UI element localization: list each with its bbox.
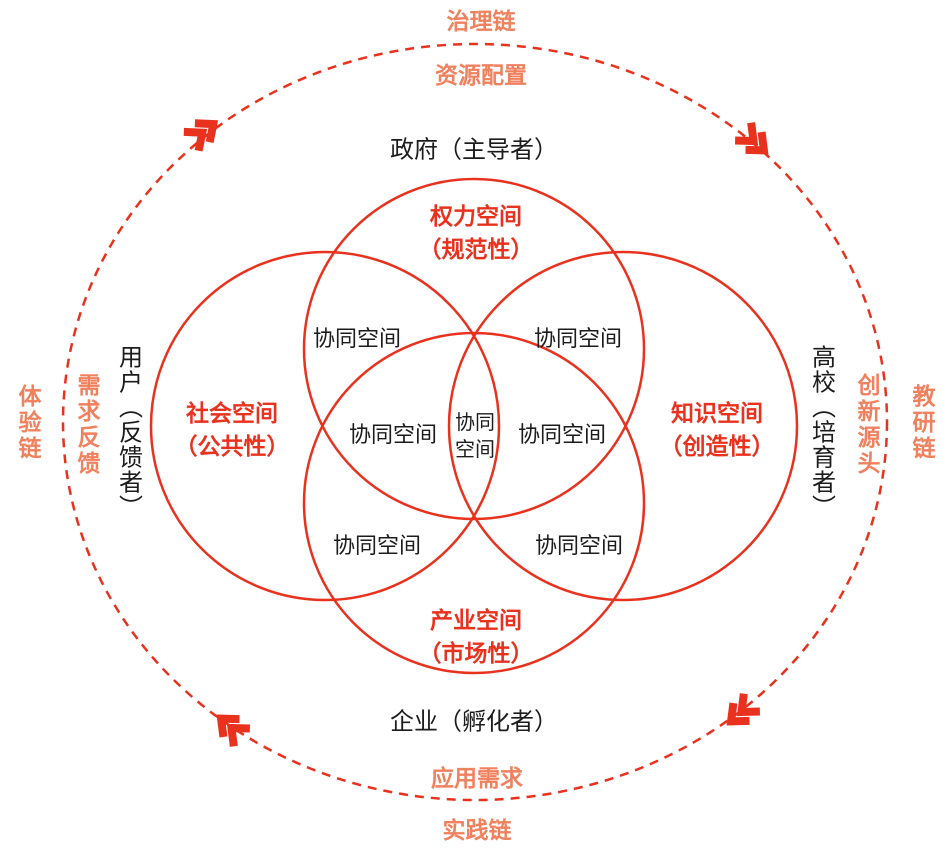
space-label-industry-line1: 产业空间 bbox=[430, 608, 522, 633]
actor-label-university: 高校（培育者） bbox=[807, 344, 834, 520]
dashed-loop-circle bbox=[61, 42, 889, 802]
flow-arrow-bottom-right bbox=[726, 693, 760, 726]
space-label-industry: 产业空间 （市场性） bbox=[419, 604, 534, 670]
flow-label-resource-allocation: 资源配置 bbox=[435, 63, 527, 88]
actor-label-enterprise: 企业（孵化者） bbox=[390, 709, 558, 736]
overlap-label-center-line1: 协同 bbox=[455, 412, 495, 434]
space-label-knowledge-line2: （创造性） bbox=[659, 434, 775, 459]
space-label-industry-line2: （市场性） bbox=[418, 641, 534, 666]
space-label-social: 社会空间 （公共性） bbox=[175, 397, 290, 463]
overlap-label-center-line2: 空间 bbox=[455, 439, 495, 461]
space-label-social-line2: （公共性） bbox=[174, 434, 290, 459]
space-label-knowledge: 知识空间 （创造性） bbox=[660, 397, 775, 463]
flow-arrow-top-right bbox=[735, 122, 769, 155]
flow-label-demand-feedback: 需求反馈 bbox=[74, 373, 99, 477]
venn-circle-industry bbox=[302, 331, 646, 675]
space-label-knowledge-line1: 知识空间 bbox=[671, 401, 763, 426]
overlap-label-bottom-right: 协同空间 bbox=[534, 533, 624, 558]
overlap-label-top-left: 协同空间 bbox=[312, 326, 402, 351]
flow-arrow-bottom-left bbox=[216, 714, 250, 747]
chain-label-practice: 实践链 bbox=[442, 818, 512, 843]
overlap-label-center: 协同 空间 bbox=[455, 410, 495, 464]
space-label-power-line2: （规范性） bbox=[418, 237, 534, 262]
venn-circle-knowledge bbox=[447, 250, 799, 602]
overlap-label-bottom-left: 协同空间 bbox=[332, 533, 422, 558]
space-label-power: 权力空间 （规范性） bbox=[419, 200, 534, 266]
flow-arrow-top-left bbox=[183, 119, 219, 152]
overlap-label-top-right: 协同空间 bbox=[533, 326, 623, 351]
chain-label-experience: 体验链 bbox=[15, 384, 40, 462]
space-label-power-line1: 权力空间 bbox=[430, 204, 522, 229]
venn-circle-social bbox=[149, 250, 501, 602]
actor-label-government: 政府（主导者） bbox=[390, 137, 558, 164]
chain-label-teaching-research: 教研链 bbox=[909, 384, 934, 462]
overlap-label-mid-right: 协同空间 bbox=[517, 422, 607, 447]
overlap-label-mid-left: 协同空间 bbox=[348, 422, 438, 447]
flow-label-application-demand: 应用需求 bbox=[431, 766, 523, 791]
actor-label-user: 用户（反馈者） bbox=[114, 344, 141, 520]
chain-label-governance: 治理链 bbox=[446, 9, 516, 34]
venn-circle-power bbox=[302, 177, 646, 521]
flow-label-innovation-source: 创新源头 bbox=[854, 373, 879, 477]
space-label-social-line1: 社会空间 bbox=[186, 401, 278, 426]
